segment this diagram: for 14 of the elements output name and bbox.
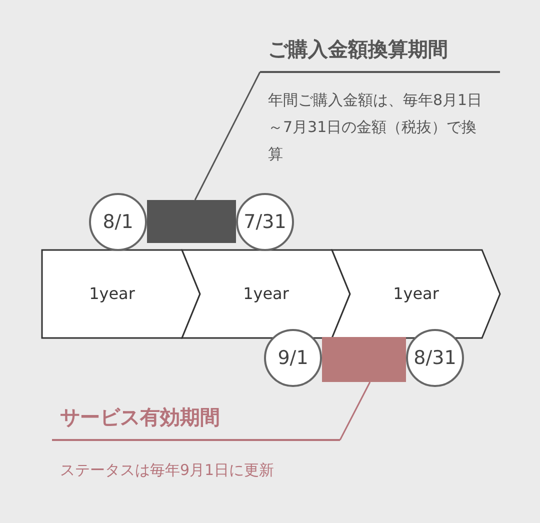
date-circle: 7/31 <box>236 193 294 251</box>
callout-heading: ご購入金額換算期間 <box>260 36 500 73</box>
callout-heading: サービス有効期間 <box>52 404 340 441</box>
callout-text: 年間ご購入金額は、毎年8月1日～7月31日の金額（税抜）で換算 <box>267 90 484 165</box>
date-circle: 9/1 <box>264 329 322 387</box>
period-bar <box>322 337 406 382</box>
year-label: 1year <box>88 284 136 303</box>
date-circle: 8/1 <box>89 193 147 251</box>
date-circle: 8/31 <box>406 329 464 387</box>
period-bar <box>147 200 236 243</box>
leader-line <box>339 382 371 440</box>
leader-line <box>194 72 261 200</box>
callout-text: ステータスは毎年9月1日に更新 <box>59 460 276 481</box>
year-label: 1year <box>392 284 440 303</box>
